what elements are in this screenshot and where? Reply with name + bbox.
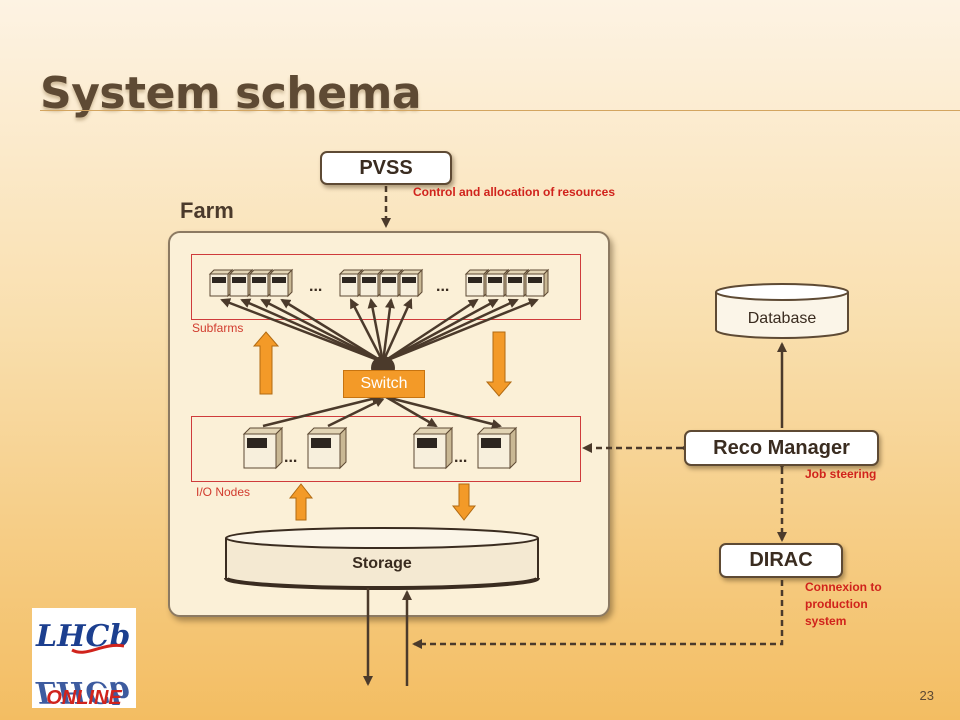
storage-cylinder (224, 527, 540, 590)
io-node-4 (477, 427, 517, 469)
io-nodes-zone (191, 416, 581, 482)
dirac-annotation-line-1: Connexion to (805, 580, 882, 594)
svg-text:LHCb: LHCb (35, 619, 130, 654)
reco-manager-box: Reco Manager (684, 430, 879, 466)
switch-to-subfarm-arrows (220, 298, 539, 364)
page-number: 23 (919, 688, 934, 703)
dirac-annotation-line-2: production (805, 597, 868, 611)
storage-label: Storage (352, 555, 412, 572)
subfarms-zone (191, 254, 581, 320)
title-divider (40, 110, 960, 111)
dirac-production-dashed-path (412, 580, 784, 649)
subfarm-ellipsis-1: ... (309, 278, 322, 295)
subfarm-group-1 (209, 269, 293, 297)
io-nodes-label: I/O Nodes (196, 485, 251, 499)
dirac-box: DIRAC (719, 543, 843, 578)
database-label: Database (748, 310, 817, 327)
io-node-1 (243, 427, 283, 469)
orange-flow-arrows (252, 331, 513, 521)
pvss-annotation: Control and allocation of resources (413, 185, 616, 199)
switch-io-arrows (262, 394, 502, 429)
subfarms-label: Subfarms (192, 321, 244, 335)
lhcb-online-logo: LHCb LHCb ONLINE (32, 608, 136, 709)
subfarm-group-3 (465, 269, 549, 297)
io-ellipsis-1: ... (284, 449, 297, 466)
reco-manager-annotation: Job steering (805, 467, 877, 481)
io-node-3 (413, 427, 453, 469)
io-ellipsis-2: ... (454, 449, 467, 466)
switch-box: Switch (343, 370, 425, 398)
database-cylinder (715, 283, 849, 339)
farm-label: Farm (180, 198, 234, 223)
svg-text:ONLINE: ONLINE (46, 687, 122, 708)
subfarm-group-2 (339, 269, 423, 297)
dirac-annotation-line-3: system (805, 614, 847, 628)
dirac-annotation: Connexion to production system (805, 579, 882, 630)
svg-text:LHCb: LHCb (35, 674, 130, 708)
pvss-box: PVSS (320, 151, 452, 185)
subfarm-ellipsis-2: ... (436, 278, 449, 295)
io-node-2 (307, 427, 347, 469)
